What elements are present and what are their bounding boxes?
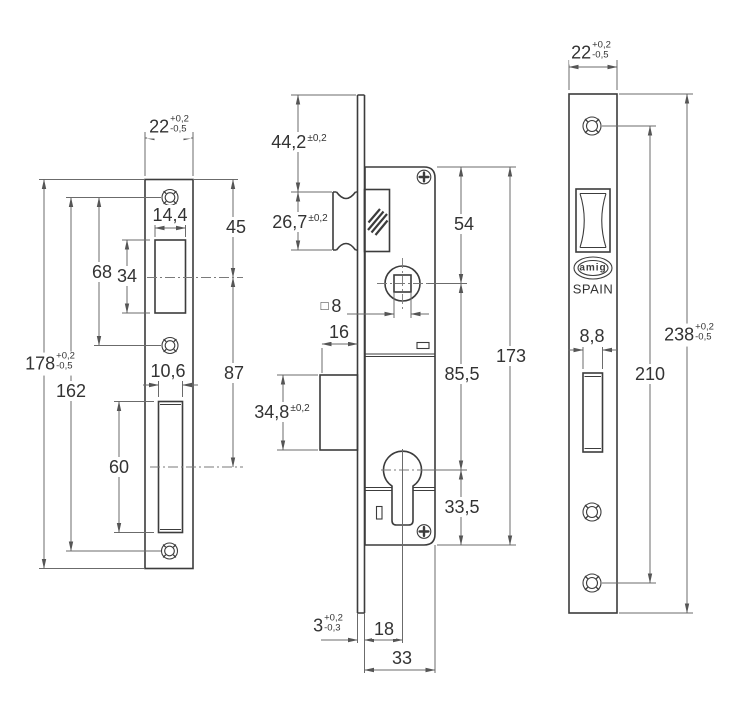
case-cutout-small bbox=[416, 341, 430, 350]
dim-label-follower-square: □ 8 bbox=[318, 296, 344, 316]
dim-label-bolt-throw: 16 bbox=[326, 322, 352, 342]
latch-housing bbox=[363, 188, 391, 253]
dim-label-roller-height: 26,7 ±0,2 bbox=[270, 212, 330, 232]
euro-cylinder-hole bbox=[382, 450, 423, 526]
screw-hole-icon bbox=[582, 573, 602, 593]
faceplate-dimension-lines bbox=[568, 60, 693, 614]
case-seam-lines bbox=[365, 486, 435, 492]
latch-window bbox=[154, 239, 187, 314]
dim-label-top-to-latch-axis: 45 bbox=[223, 217, 249, 237]
dim-label-top-to-follower: 54 bbox=[451, 214, 477, 234]
bolt-slot bbox=[582, 372, 604, 453]
strike-plate-outline bbox=[144, 178, 194, 570]
dim-label-latch-window-width: 14,4 bbox=[150, 205, 190, 225]
faceplate-view bbox=[568, 60, 693, 614]
dim-label-screw-spacing: 68 bbox=[89, 262, 115, 282]
dim-label-bolt-window-width: 10,6 bbox=[148, 361, 188, 381]
brand-logo-oval bbox=[573, 256, 613, 280]
roller-opening bbox=[575, 188, 611, 253]
dim-label-cylinder-to-bottom: 33,5 bbox=[442, 497, 482, 517]
dim-label-body-height: 173 bbox=[493, 346, 529, 366]
dim-label-latch-window-height: 34 bbox=[114, 266, 140, 286]
latch-spring bbox=[367, 208, 389, 236]
dim-label-backset: 18 bbox=[371, 619, 397, 639]
lock-body-view bbox=[277, 94, 516, 673]
bolt-slot-end-lines bbox=[584, 375, 601, 450]
case-cutout-vertical bbox=[375, 505, 383, 520]
case-divider bbox=[365, 353, 435, 358]
dim-label-latch-to-bolt-axis: 87 bbox=[221, 363, 247, 383]
dim-label-faceplate-thickness: 3 +0,2-0,3 bbox=[311, 612, 345, 638]
case-screw-icon bbox=[416, 524, 432, 539]
lock-case-outline bbox=[364, 166, 436, 546]
screw-hole-icon bbox=[161, 336, 179, 355]
dim-label-strike-height: 178 +0,2-0,5 bbox=[23, 350, 77, 376]
brand-logo-text: amig bbox=[579, 262, 607, 274]
screw-hole-icon bbox=[582, 116, 602, 136]
dim-label-plate-top-to-roller: 44,2 ±0,2 bbox=[269, 132, 329, 152]
follower-centerlines bbox=[377, 258, 428, 309]
screw-hole-icon bbox=[161, 188, 179, 207]
deadbolt bbox=[319, 374, 359, 451]
faceplate-edge bbox=[356, 94, 366, 614]
screw-hole-icon bbox=[582, 502, 602, 522]
screw-hole-icon bbox=[160, 542, 179, 560]
faceplate-outline bbox=[568, 93, 618, 614]
dim-label-faceplate-width: 22 +0,2-0,5 bbox=[569, 39, 613, 65]
dim-label-slot-width: 8,8 bbox=[577, 326, 607, 346]
case-screw-icon bbox=[416, 169, 432, 185]
dim-label-bolt-height: 34,8 ±0,2 bbox=[252, 402, 312, 422]
dim-label-strike-width: 22 +0,2-0,5 bbox=[147, 113, 191, 139]
dim-label-body-depth: 33 bbox=[389, 648, 415, 668]
roller-latch bbox=[332, 191, 358, 251]
bolt-window-end-lines bbox=[160, 403, 181, 531]
dim-label-faceplate-screw-span: 210 bbox=[632, 364, 668, 384]
dim-label-bolt-window-height: 60 bbox=[106, 457, 132, 477]
brand-logo-oval-inner bbox=[577, 259, 609, 277]
dim-label-screw-span: 162 bbox=[53, 381, 89, 401]
dim-label-faceplate-height: 238 +0,2-0,5 bbox=[662, 321, 716, 347]
brand-origin-text: SPAIN bbox=[572, 281, 614, 297]
follower-square-hole bbox=[393, 274, 412, 293]
roller-spool bbox=[579, 192, 607, 249]
dim-label-follower-to-cylinder: 85,5 bbox=[442, 364, 482, 384]
